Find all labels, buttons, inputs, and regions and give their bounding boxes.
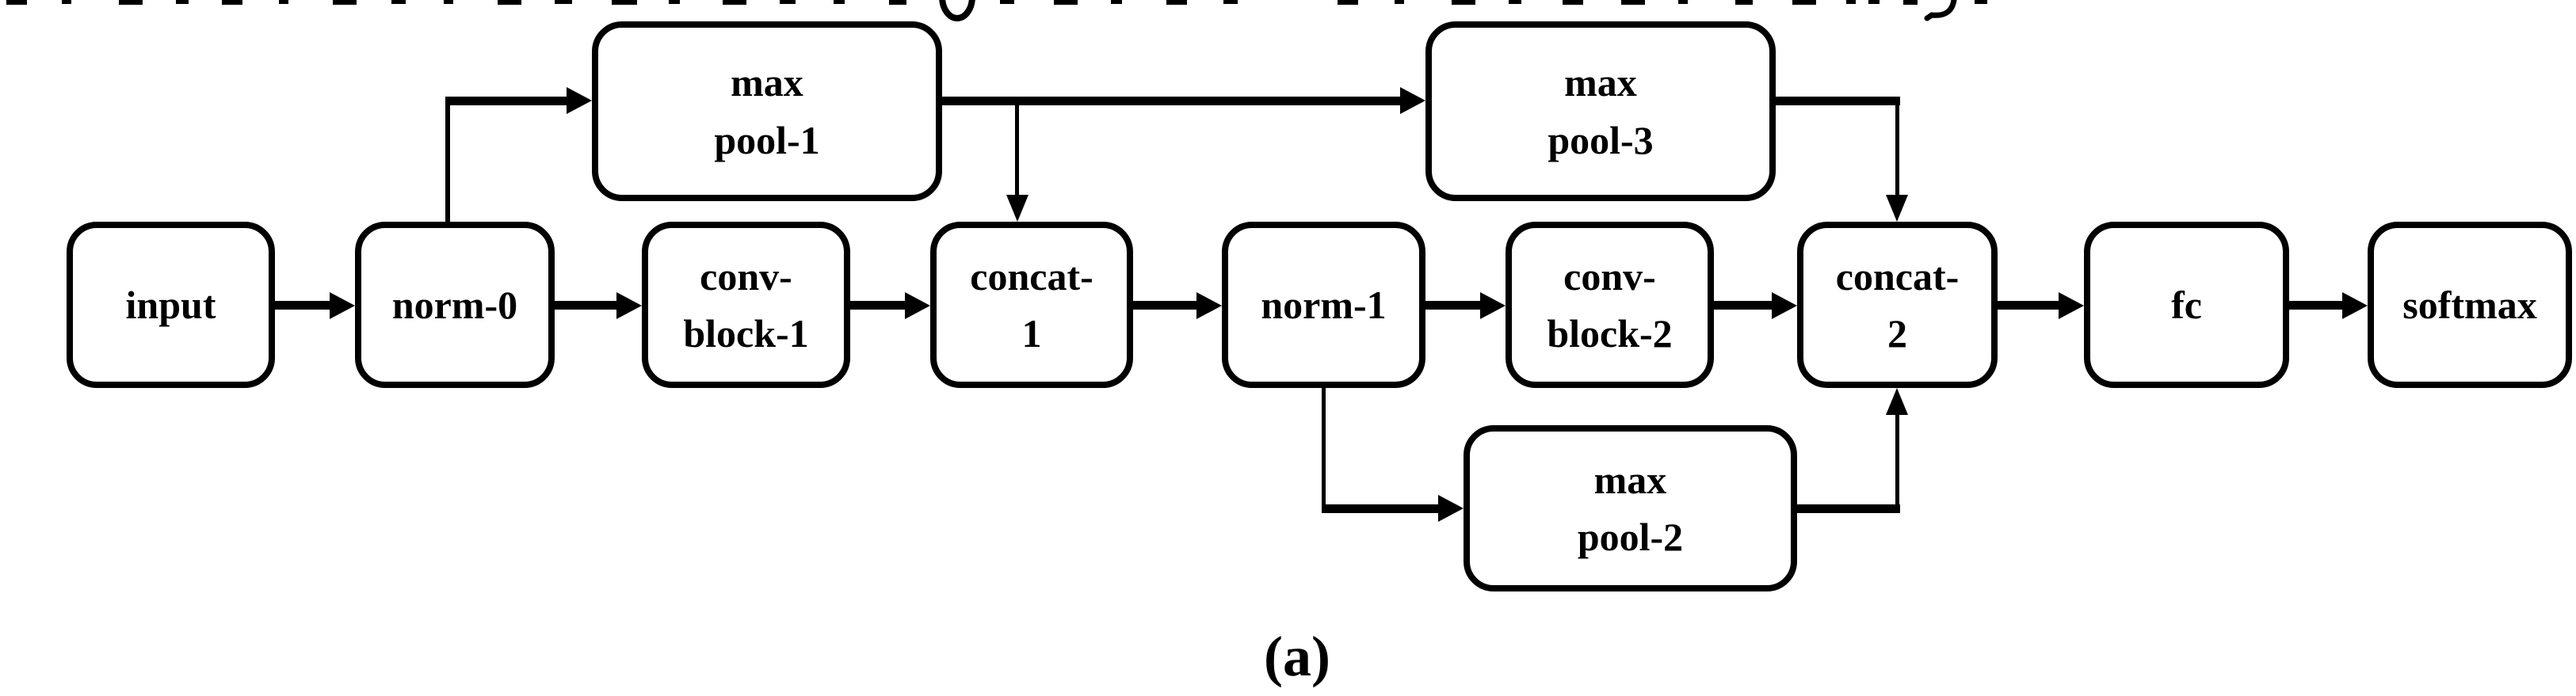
node-conv-block-1: conv- block-1 bbox=[642, 222, 850, 388]
node-norm-0: norm-0 bbox=[355, 222, 555, 388]
edge-fc-softmax-line bbox=[2289, 301, 2342, 310]
node-input: input bbox=[67, 222, 275, 388]
edge-conv-block-1-concat-1-line bbox=[850, 301, 905, 310]
edge-max-pool-1-max-pool-3-arrowhead bbox=[1400, 87, 1425, 114]
edge-concat-1-norm-1-arrowhead bbox=[1196, 292, 1222, 319]
edge-max-pool-2-concat-2-arrowhead bbox=[1886, 388, 1908, 415]
node-softmax: softmax bbox=[2368, 222, 2572, 388]
edge-norm-1-max-pool-2-line bbox=[1322, 504, 1438, 513]
edge-max-pool-3-concat-2-line bbox=[1776, 97, 1900, 105]
edge-norm-0-conv-block-1-arrowhead bbox=[616, 292, 642, 319]
node-max-pool-2: max pool-2 bbox=[1464, 425, 1797, 591]
edge-norm-0-max-pool-1-arrowhead bbox=[567, 87, 592, 114]
node-concat-2: concat- 2 bbox=[1797, 222, 1998, 388]
node-norm-1: norm-1 bbox=[1222, 222, 1425, 388]
edge-norm-0-conv-block-1-line bbox=[555, 301, 616, 310]
node-fc: fc bbox=[2084, 222, 2289, 388]
edge-norm-1-max-pool-2-arrowhead bbox=[1438, 495, 1464, 522]
edge-conv-block-2-concat-2-arrowhead bbox=[1772, 292, 1797, 319]
edge-max-pool-3-concat-2-arrowhead bbox=[1886, 195, 1908, 222]
edge-max-pool-2-concat-2-riser bbox=[1895, 412, 1899, 509]
edge-norm-1-conv-block-2-arrowhead bbox=[1480, 292, 1506, 319]
edge-max-pool-2-concat-2-line bbox=[1797, 504, 1900, 513]
edge-fc-softmax-arrowhead bbox=[2342, 292, 2368, 319]
node-max-pool-1: max pool-1 bbox=[592, 21, 942, 201]
edge-max-pool-1-concat-1-drop bbox=[1015, 101, 1019, 196]
node-conv-block-2: conv- block-2 bbox=[1506, 222, 1714, 388]
node-concat-1: concat- 1 bbox=[930, 222, 1133, 388]
edge-max-pool-3-concat-2-drop bbox=[1895, 101, 1899, 196]
edge-concat-2-fc-line bbox=[1998, 301, 2059, 310]
cropped-text-fragments bbox=[6, 0, 1987, 21]
node-max-pool-3: max pool-3 bbox=[1425, 21, 1776, 201]
edge-norm-1-conv-block-2-line bbox=[1425, 301, 1480, 310]
edge-conv-block-2-concat-2-line bbox=[1714, 301, 1772, 310]
edge-concat-1-norm-1-line bbox=[1133, 301, 1196, 310]
edge-concat-2-fc-arrowhead bbox=[2059, 292, 2084, 319]
edge-input-norm-0-arrowhead bbox=[330, 292, 355, 319]
edge-norm-1-max-pool-2-drop bbox=[1322, 388, 1326, 509]
edge-conv-block-1-concat-1-arrowhead bbox=[905, 292, 930, 319]
figure-caption: (a) bbox=[1264, 625, 1330, 688]
edge-norm-0-max-pool-1-line bbox=[445, 97, 567, 105]
edge-max-pool-1-concat-1-arrowhead bbox=[1006, 195, 1028, 222]
edge-input-norm-0-line bbox=[275, 301, 330, 310]
edge-norm-0-max-pool-1-riser bbox=[445, 97, 450, 222]
edge-max-pool-1-max-pool-3-line bbox=[942, 97, 1400, 105]
